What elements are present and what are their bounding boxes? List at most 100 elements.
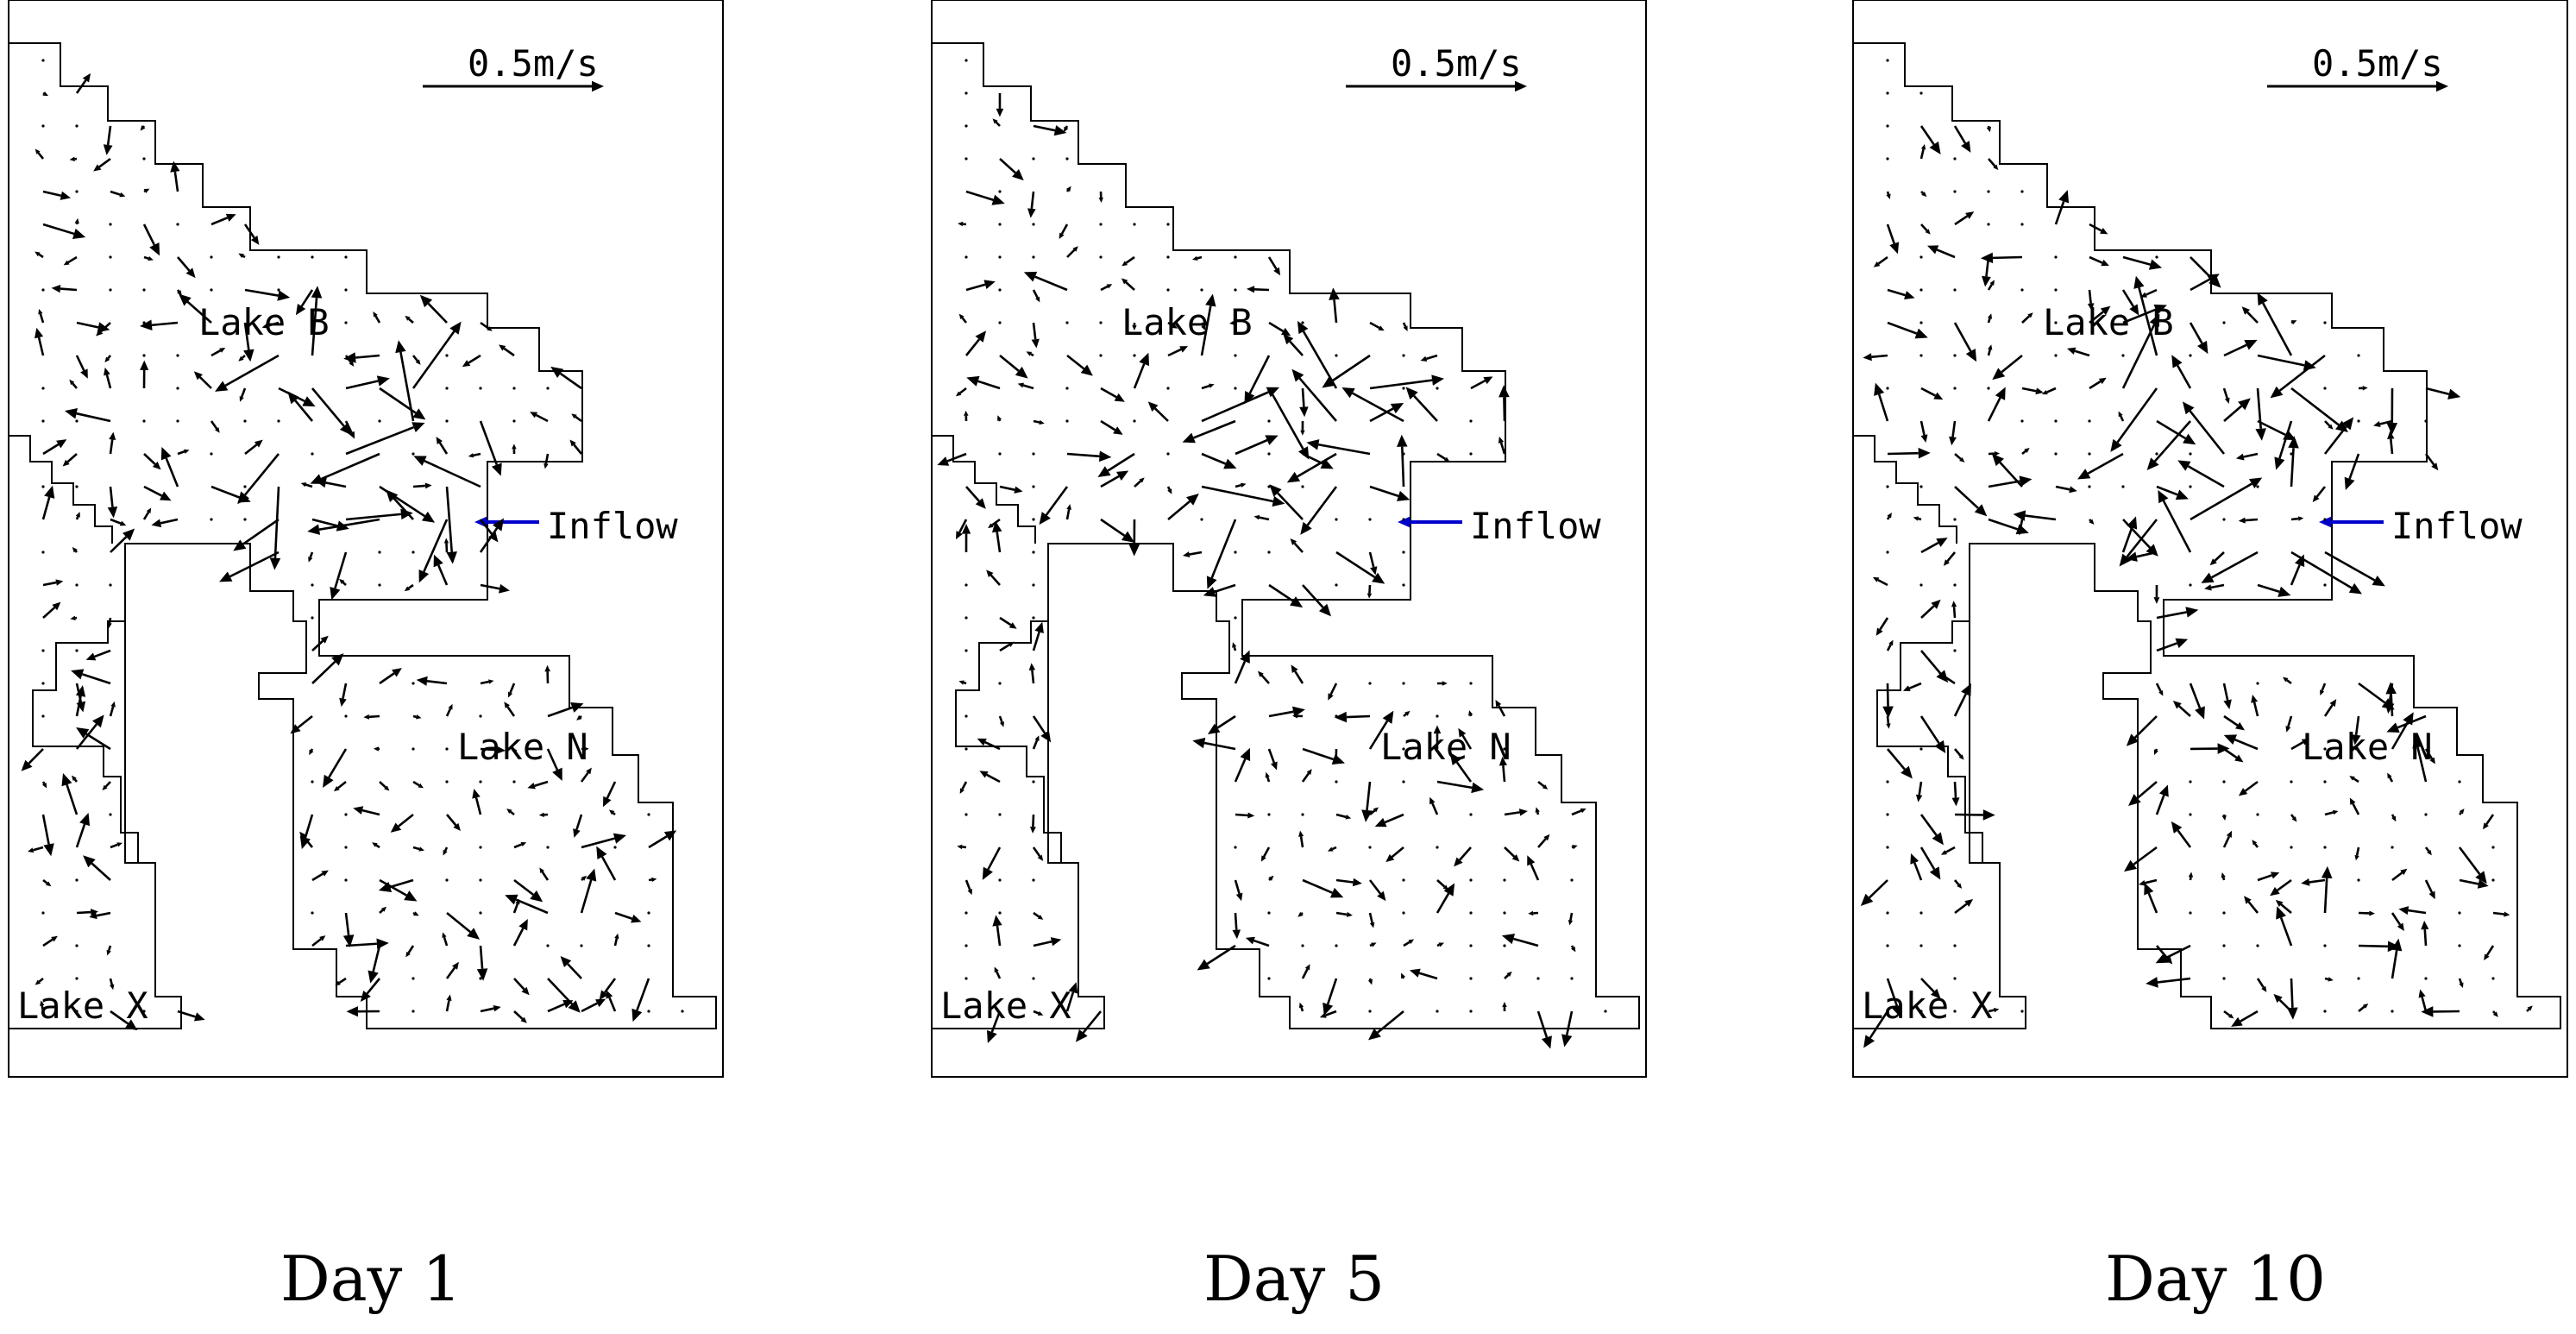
velocity-arrow: [379, 781, 390, 791]
velocity-arrow: [1987, 280, 1995, 291]
velocity-arrow: [1122, 255, 1135, 267]
velocity-arrow: [1032, 452, 1035, 456]
velocity-arrow: [1291, 664, 1304, 684]
velocity-arrow: [299, 814, 314, 850]
velocity-arrow: [2055, 485, 2077, 494]
velocity-arrow: [1988, 475, 2033, 488]
velocity-arrow: [2458, 978, 2464, 989]
velocity-arrow: [1886, 911, 1889, 915]
velocity-arrow: [1134, 477, 1145, 488]
velocity-arrow: [378, 878, 414, 893]
velocity-arrow: [2121, 485, 2125, 488]
velocity-arrow: [2358, 910, 2375, 916]
velocity-arrow: [2089, 223, 2108, 235]
velocity-arrow: [2235, 452, 2259, 461]
velocity-arrow: [1032, 223, 1035, 226]
velocity-arrow: [1341, 387, 1404, 423]
velocity-arrow: [295, 289, 314, 316]
velocity-arrow: [1203, 583, 1236, 597]
velocity-arrow: [2324, 809, 2339, 816]
velocity-arrow: [2491, 846, 2495, 849]
velocity-arrow: [2288, 436, 2299, 488]
velocity-arrow: [964, 1010, 968, 1013]
velocity-arrow: [1953, 879, 1963, 889]
velocity-arrow: [243, 485, 247, 488]
velocity-arrow: [513, 842, 527, 849]
velocity-arrow: [75, 812, 91, 848]
velocity-arrow: [2054, 419, 2058, 423]
velocity-arrow: [412, 551, 415, 554]
velocity-arrow: [210, 452, 213, 456]
velocity-arrow: [1886, 512, 1892, 520]
velocity-arrow: [1147, 401, 1169, 422]
velocity-arrow: [1369, 402, 1404, 423]
velocity-arrow: [2156, 638, 2189, 652]
velocity-arrow: [2387, 431, 2395, 455]
velocity-arrow: [1954, 748, 1964, 760]
velocity-arrow: [1886, 944, 1889, 947]
velocity-arrow: [311, 653, 344, 684]
velocity-arrow: [2354, 846, 2360, 861]
velocity-arrow: [1234, 255, 1237, 259]
velocity-arrow: [103, 125, 113, 155]
velocity-arrow: [1502, 1002, 1507, 1012]
velocity-arrow: [1954, 809, 1995, 821]
velocity-arrow: [2386, 387, 2398, 436]
velocity-arrow: [1953, 683, 1971, 717]
velocity-arrow: [1066, 246, 1078, 258]
velocity-arrow: [648, 830, 677, 849]
velocity-arrow: [2323, 699, 2337, 717]
velocity-arrow: [1253, 514, 1270, 521]
velocity-arrow: [1403, 710, 1411, 718]
velocity-arrow: [1875, 617, 1889, 636]
velocity-arrow: [1469, 878, 1473, 882]
velocity-arrow: [75, 685, 86, 717]
velocity-arrow: [412, 452, 415, 456]
velocity-arrow: [1919, 715, 1946, 753]
velocity-arrow: [1023, 271, 1068, 292]
lake-n-label: Lake N: [457, 726, 588, 768]
velocity-arrow: [480, 1004, 501, 1013]
velocity-arrow: [1283, 333, 1304, 356]
velocity-arrow: [547, 1000, 574, 1013]
velocity-arrow: [1454, 846, 1472, 867]
lake-x-label: Lake X: [940, 985, 1071, 1027]
velocity-arrow: [311, 452, 314, 456]
velocity-arrow: [2190, 743, 2230, 754]
velocity-arrow: [379, 668, 402, 685]
velocity-arrow: [215, 354, 280, 392]
velocity-arrow: [2042, 387, 2057, 395]
velocity-arrow: [2424, 748, 2435, 765]
velocity-arrow: [2418, 989, 2428, 1012]
velocity-arrow: [2424, 813, 2428, 816]
velocity-arrow: [311, 635, 329, 651]
velocity-arrow: [244, 288, 291, 301]
velocity-arrow: [2222, 518, 2226, 521]
velocity-arrow: [109, 223, 112, 226]
day-caption: Day 5: [1203, 1243, 1385, 1315]
velocity-arrow: [1436, 387, 1439, 390]
velocity-arrow: [2223, 398, 2251, 422]
velocity-arrow: [581, 875, 587, 881]
velocity-arrow: [2398, 906, 2427, 916]
velocity-arrow: [309, 748, 314, 756]
velocity-arrow: [1032, 878, 1035, 882]
velocity-arrow: [1335, 551, 1385, 584]
velocity-arrow: [2387, 772, 2394, 783]
velocity-arrow: [530, 412, 549, 423]
lake-n-label: Lake N: [1380, 726, 1511, 768]
velocity-arrow: [2146, 977, 2191, 988]
velocity-arrow: [964, 124, 968, 128]
velocity-arrow: [965, 486, 986, 509]
velocity-arrow: [1029, 814, 1036, 834]
velocity-arrow: [2373, 419, 2393, 427]
velocity-arrow: [2424, 453, 2439, 471]
velocity-arrow: [602, 781, 617, 808]
velocity-arrow: [512, 419, 516, 423]
velocity-arrow: [546, 387, 550, 390]
velocity-arrow: [1527, 855, 1540, 881]
velocity-arrow: [479, 387, 482, 390]
velocity-arrow: [1436, 780, 1485, 794]
velocity-arrow: [1498, 385, 1510, 422]
